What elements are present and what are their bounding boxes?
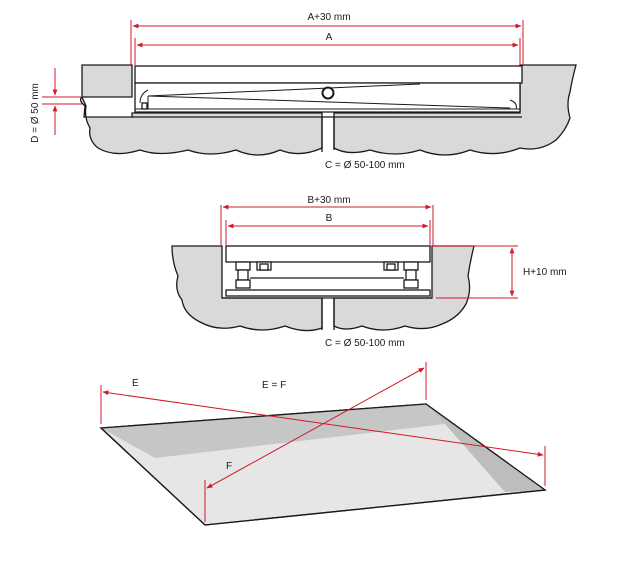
drain-hole-icon bbox=[321, 86, 335, 100]
label-depth-d: D = Ø 50 mm bbox=[30, 83, 41, 143]
scale-top-plate-mid bbox=[225, 245, 431, 263]
label-b: B bbox=[326, 213, 333, 224]
label-e-equals-f: E = F bbox=[262, 380, 286, 391]
concrete-left-mid bbox=[171, 245, 323, 332]
scale-top-plate bbox=[134, 65, 523, 84]
load-cell-right-2 bbox=[403, 261, 419, 271]
label-b-plus-30: B+30 mm bbox=[307, 195, 350, 206]
label-a-plus-30: A+30 mm bbox=[307, 12, 350, 23]
bottom-section-diagonal-check: E F E = F bbox=[99, 362, 547, 526]
load-cell-left-1 bbox=[235, 261, 251, 271]
concrete-right-mid bbox=[333, 245, 475, 331]
label-diagonal-e: E bbox=[132, 378, 139, 389]
label-a: A bbox=[326, 32, 333, 43]
top-section-pit-view: A+30 mm A D = Ø 50 mm C = Ø 50-100 mm bbox=[30, 12, 577, 171]
label-drain-c-top: C = Ø 50-100 mm bbox=[325, 160, 405, 171]
middle-section-pit-view: B+30 mm B H+10 mm C = Ø 50-100 mm bbox=[171, 195, 567, 349]
label-diagonal-f: F bbox=[226, 461, 232, 472]
label-height-h: H+10 mm bbox=[523, 267, 567, 278]
concrete-right-top bbox=[333, 64, 577, 156]
label-drain-c-mid: C = Ø 50-100 mm bbox=[325, 338, 405, 349]
